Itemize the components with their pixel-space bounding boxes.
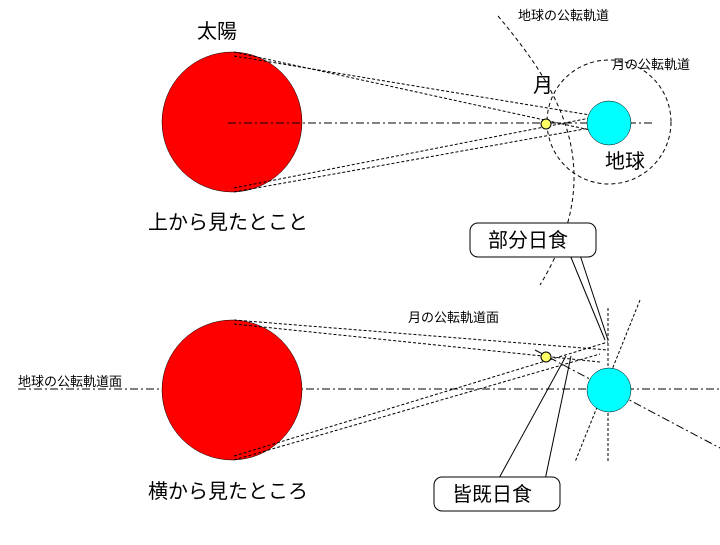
earth-side (586, 367, 632, 413)
moon-orbit-plane-line (534, 349, 720, 449)
ray-side-2 (233, 323, 601, 363)
partial-eclipse-callout: 部分日食 (469, 222, 609, 341)
top-view-caption: 上から見たとこと (148, 210, 308, 234)
side-view-caption: 横から見たところ (148, 479, 308, 503)
ray-side-1 (233, 319, 609, 351)
side-view: 月の公転軌道面 地球の公転軌道面 横から見たところ (18, 299, 720, 503)
ray-top-3 (233, 117, 591, 189)
partial-pointer-1 (569, 254, 606, 341)
total-pointer-2 (544, 355, 572, 481)
ray-top-2 (233, 55, 591, 116)
earth-orbit-plane-label: 地球の公転軌道面 (18, 374, 122, 390)
total-eclipse-callout: 皆既日食 (433, 355, 572, 512)
total-eclipse-box (433, 476, 561, 512)
earth-label: 地球 (605, 149, 645, 173)
partial-eclipse-label: 部分日食 (488, 228, 568, 252)
ray-side-4 (233, 353, 601, 461)
sun-side (161, 319, 303, 461)
partial-pointer-2 (579, 254, 609, 341)
ray-top-4 (233, 127, 591, 193)
moon-top (540, 118, 552, 130)
moon-orbit-circle (546, 59, 672, 185)
partial-eclipse-box (469, 222, 597, 258)
earth-orbit-label: 地球の公転軌道 (518, 8, 609, 24)
sun-top (161, 51, 303, 193)
top-view: 太陽 月 地球 地球の公転軌道 月の公転軌道 上から見たとこと (148, 8, 690, 286)
total-eclipse-label: 皆既日食 (452, 482, 532, 506)
moon-side (540, 351, 552, 363)
moon-orbit-label: 月の公転軌道 (612, 57, 690, 73)
moon-orbit-plane-label: 月の公転軌道面 (408, 310, 499, 326)
earth-top (586, 100, 632, 146)
moon-label: 月 (533, 73, 553, 97)
ray-top-1 (233, 51, 591, 131)
sun-label: 太陽 (197, 19, 237, 43)
total-pointer-1 (497, 355, 567, 481)
